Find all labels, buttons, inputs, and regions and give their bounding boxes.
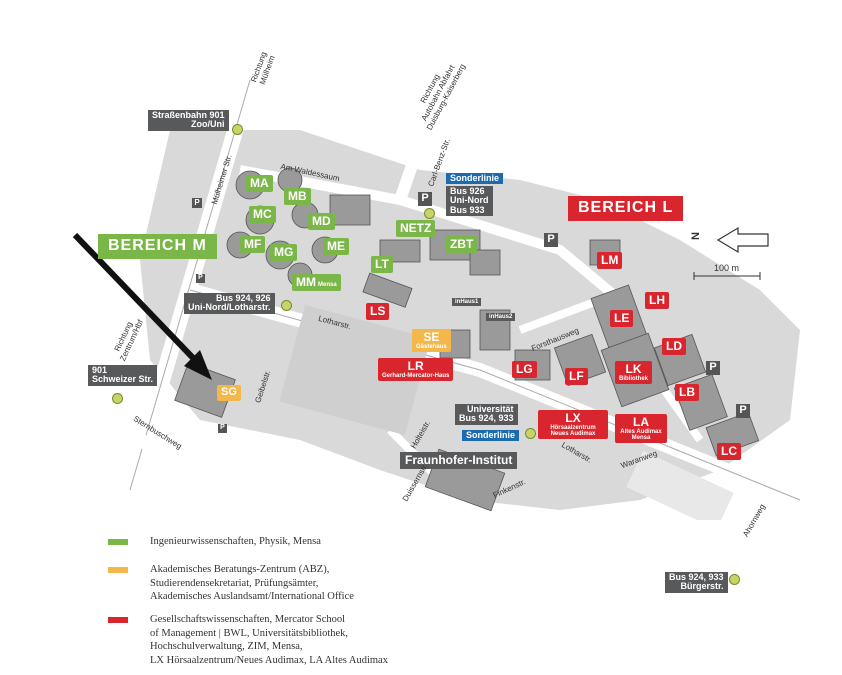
building-ma[interactable]: MA	[246, 175, 273, 192]
building-lr-code: LR	[407, 359, 424, 373]
parking-icon: P	[736, 404, 750, 418]
stop-schweizer-line1: 901	[92, 365, 108, 375]
parking-icon: P	[706, 361, 720, 375]
building-mg[interactable]: MG	[270, 244, 298, 261]
sternbuschweg-road	[56, 393, 264, 507]
area-label-l: BEREICH L	[568, 196, 684, 221]
scale-label: 100 m	[714, 263, 740, 273]
building-lr-sub: Gerhard-Mercator-Haus	[382, 372, 450, 379]
stop-schweizer-line2: Schweizer Str.	[92, 374, 154, 385]
building-lt[interactable]: LT	[371, 256, 393, 273]
inhaus2-label[interactable]: inHaus2	[486, 313, 516, 322]
building-mf[interactable]: MF	[240, 236, 266, 253]
building-lh[interactable]: LH	[645, 292, 669, 309]
bus-stop-icon	[424, 208, 435, 219]
waldessaum-road	[239, 165, 624, 304]
building-lx[interactable]: LX Hörsaalzentrum Neues Audimax	[538, 410, 608, 440]
building-se[interactable]: SE Gästehaus	[412, 329, 451, 352]
building-sg[interactable]: SG	[217, 385, 241, 401]
stop-buergerstr-line2: Bürgerstr.	[680, 581, 724, 592]
building-me[interactable]: ME	[323, 238, 349, 255]
stop-uni-nord-line1: Bus 926	[450, 186, 485, 196]
north-label: N	[689, 232, 702, 240]
parking-icon: P	[544, 233, 558, 247]
bus-stop-icon	[729, 574, 740, 585]
pointer-arrow-head	[184, 350, 212, 380]
building-se-sub: Gästehaus	[416, 343, 447, 350]
building-lx-code: LX	[565, 411, 581, 425]
stop-buergerstr[interactable]: Bus 924, 933 Bürgerstr.	[665, 572, 728, 593]
building-netz[interactable]: NETZ	[396, 220, 436, 237]
stop-universitaet-line2: Bus 924, 933	[459, 413, 514, 424]
parking-icon: P	[196, 274, 205, 283]
stop-tram[interactable]: Straßenbahn 901 Zoo/Uni	[148, 110, 229, 131]
stop-lotharstr-line1: Bus 924, 926	[215, 293, 271, 303]
legend-text-red: Gesellschaftswissenschaften, Mercator Sc…	[150, 614, 388, 666]
building-le[interactable]: LE	[610, 310, 634, 327]
building-ld[interactable]: LD	[662, 338, 686, 355]
building-lg[interactable]: LG	[512, 361, 537, 378]
map-background	[56, 68, 801, 530]
building-la-sub: Altes Audimax Mensa	[620, 428, 662, 441]
parking-icon: P	[418, 192, 432, 206]
north-arrow-icon	[716, 226, 769, 254]
building-lc[interactable]: LC	[717, 443, 741, 460]
legend-row-red: Gesellschaftswissenschaften, Mercator Sc…	[108, 613, 388, 668]
stop-uni-nord[interactable]: Bus 926 Uni-Nord Bus 933	[446, 186, 493, 217]
bus-stop-icon	[525, 428, 536, 439]
residential-block	[626, 450, 734, 530]
inhaus1-label[interactable]: inHaus1	[452, 298, 482, 307]
building-mc[interactable]: MC	[249, 206, 276, 223]
stop-sonderlinie-top-title[interactable]: Sonderlinie	[446, 173, 504, 185]
legend-swatch-green	[108, 539, 128, 545]
stop-buergerstr-line1: Bus 924, 933	[669, 572, 724, 582]
stop-lotharstr[interactable]: Bus 924, 926 Uni-Nord/Lotharstr.	[184, 293, 275, 314]
legend-text-orange: Akademisches Beratungs-Zentrum (ABZ), St…	[150, 564, 354, 603]
building-se-code: SE	[423, 330, 440, 344]
building-lk-code: LK	[625, 362, 642, 376]
building-lf[interactable]: LF	[565, 368, 588, 385]
pointer-arrow-line	[72, 232, 198, 363]
area-label-m: BEREICH M	[98, 234, 217, 259]
bus-stop-icon	[281, 300, 292, 311]
stop-uni-nord-line3: Bus 933	[450, 204, 485, 215]
building-lx-sub: Hörsaalzentrum Neues Audimax	[550, 424, 596, 437]
building-ls[interactable]: LS	[366, 303, 390, 320]
stop-lotharstr-line2: Uni-Nord/Lotharstr.	[188, 302, 271, 313]
stop-tram-line1: Straßenbahn 901	[152, 110, 225, 120]
building-la-code: LA	[633, 415, 649, 429]
tram-stop-icon	[232, 124, 243, 135]
legend-swatch-orange	[108, 567, 128, 573]
legend-row-orange: Akademisches Beratungs-Zentrum (ABZ), St…	[108, 563, 354, 604]
stop-universitaet-line1: Universität	[467, 404, 514, 414]
stop-schweizer[interactable]: 901 Schweizer Str.	[88, 365, 158, 386]
building-mm-code: MM	[296, 275, 316, 289]
parking-lot	[279, 304, 431, 436]
legend-swatch-red	[108, 617, 128, 623]
building-mm-sub: Mensa	[318, 282, 337, 288]
building-zbt[interactable]: ZBT	[446, 236, 478, 253]
fraunhofer-label[interactable]: Fraunhofer-Institut	[400, 452, 518, 469]
building-md[interactable]: MD	[308, 213, 335, 230]
building-mb[interactable]: MB	[284, 188, 311, 205]
legend-text-green: Ingenieurwissenschaften, Physik, Mensa	[150, 536, 321, 547]
stop-universitaet[interactable]: Universität Bus 924, 933	[455, 404, 518, 425]
building-lb[interactable]: LB	[675, 384, 699, 401]
building-la[interactable]: LA Altes Audimax Mensa	[615, 414, 667, 444]
parking-icon: P	[218, 424, 227, 433]
stop-tram-line2: Zoo/Uni	[191, 119, 225, 130]
building-lr[interactable]: LR Gerhard-Mercator-Haus	[378, 358, 454, 381]
campus-map: BEREICH M BEREICH L MA MB MC MD MF MG ME…	[56, 50, 801, 593]
building-lk[interactable]: LK Bibliothek	[615, 361, 653, 384]
tram-stop-icon	[112, 393, 123, 404]
stop-universitaet-title[interactable]: Sonderlinie	[462, 430, 520, 442]
legend-row-green: Ingenieurwissenschaften, Physik, Mensa	[108, 535, 321, 549]
carlbenz-road	[394, 68, 451, 202]
parking-icon: P	[192, 198, 202, 208]
stop-uni-nord-line2: Uni-Nord	[450, 195, 489, 206]
building-lk-sub: Bibliothek	[619, 375, 649, 382]
building-lm[interactable]: LM	[597, 252, 623, 269]
